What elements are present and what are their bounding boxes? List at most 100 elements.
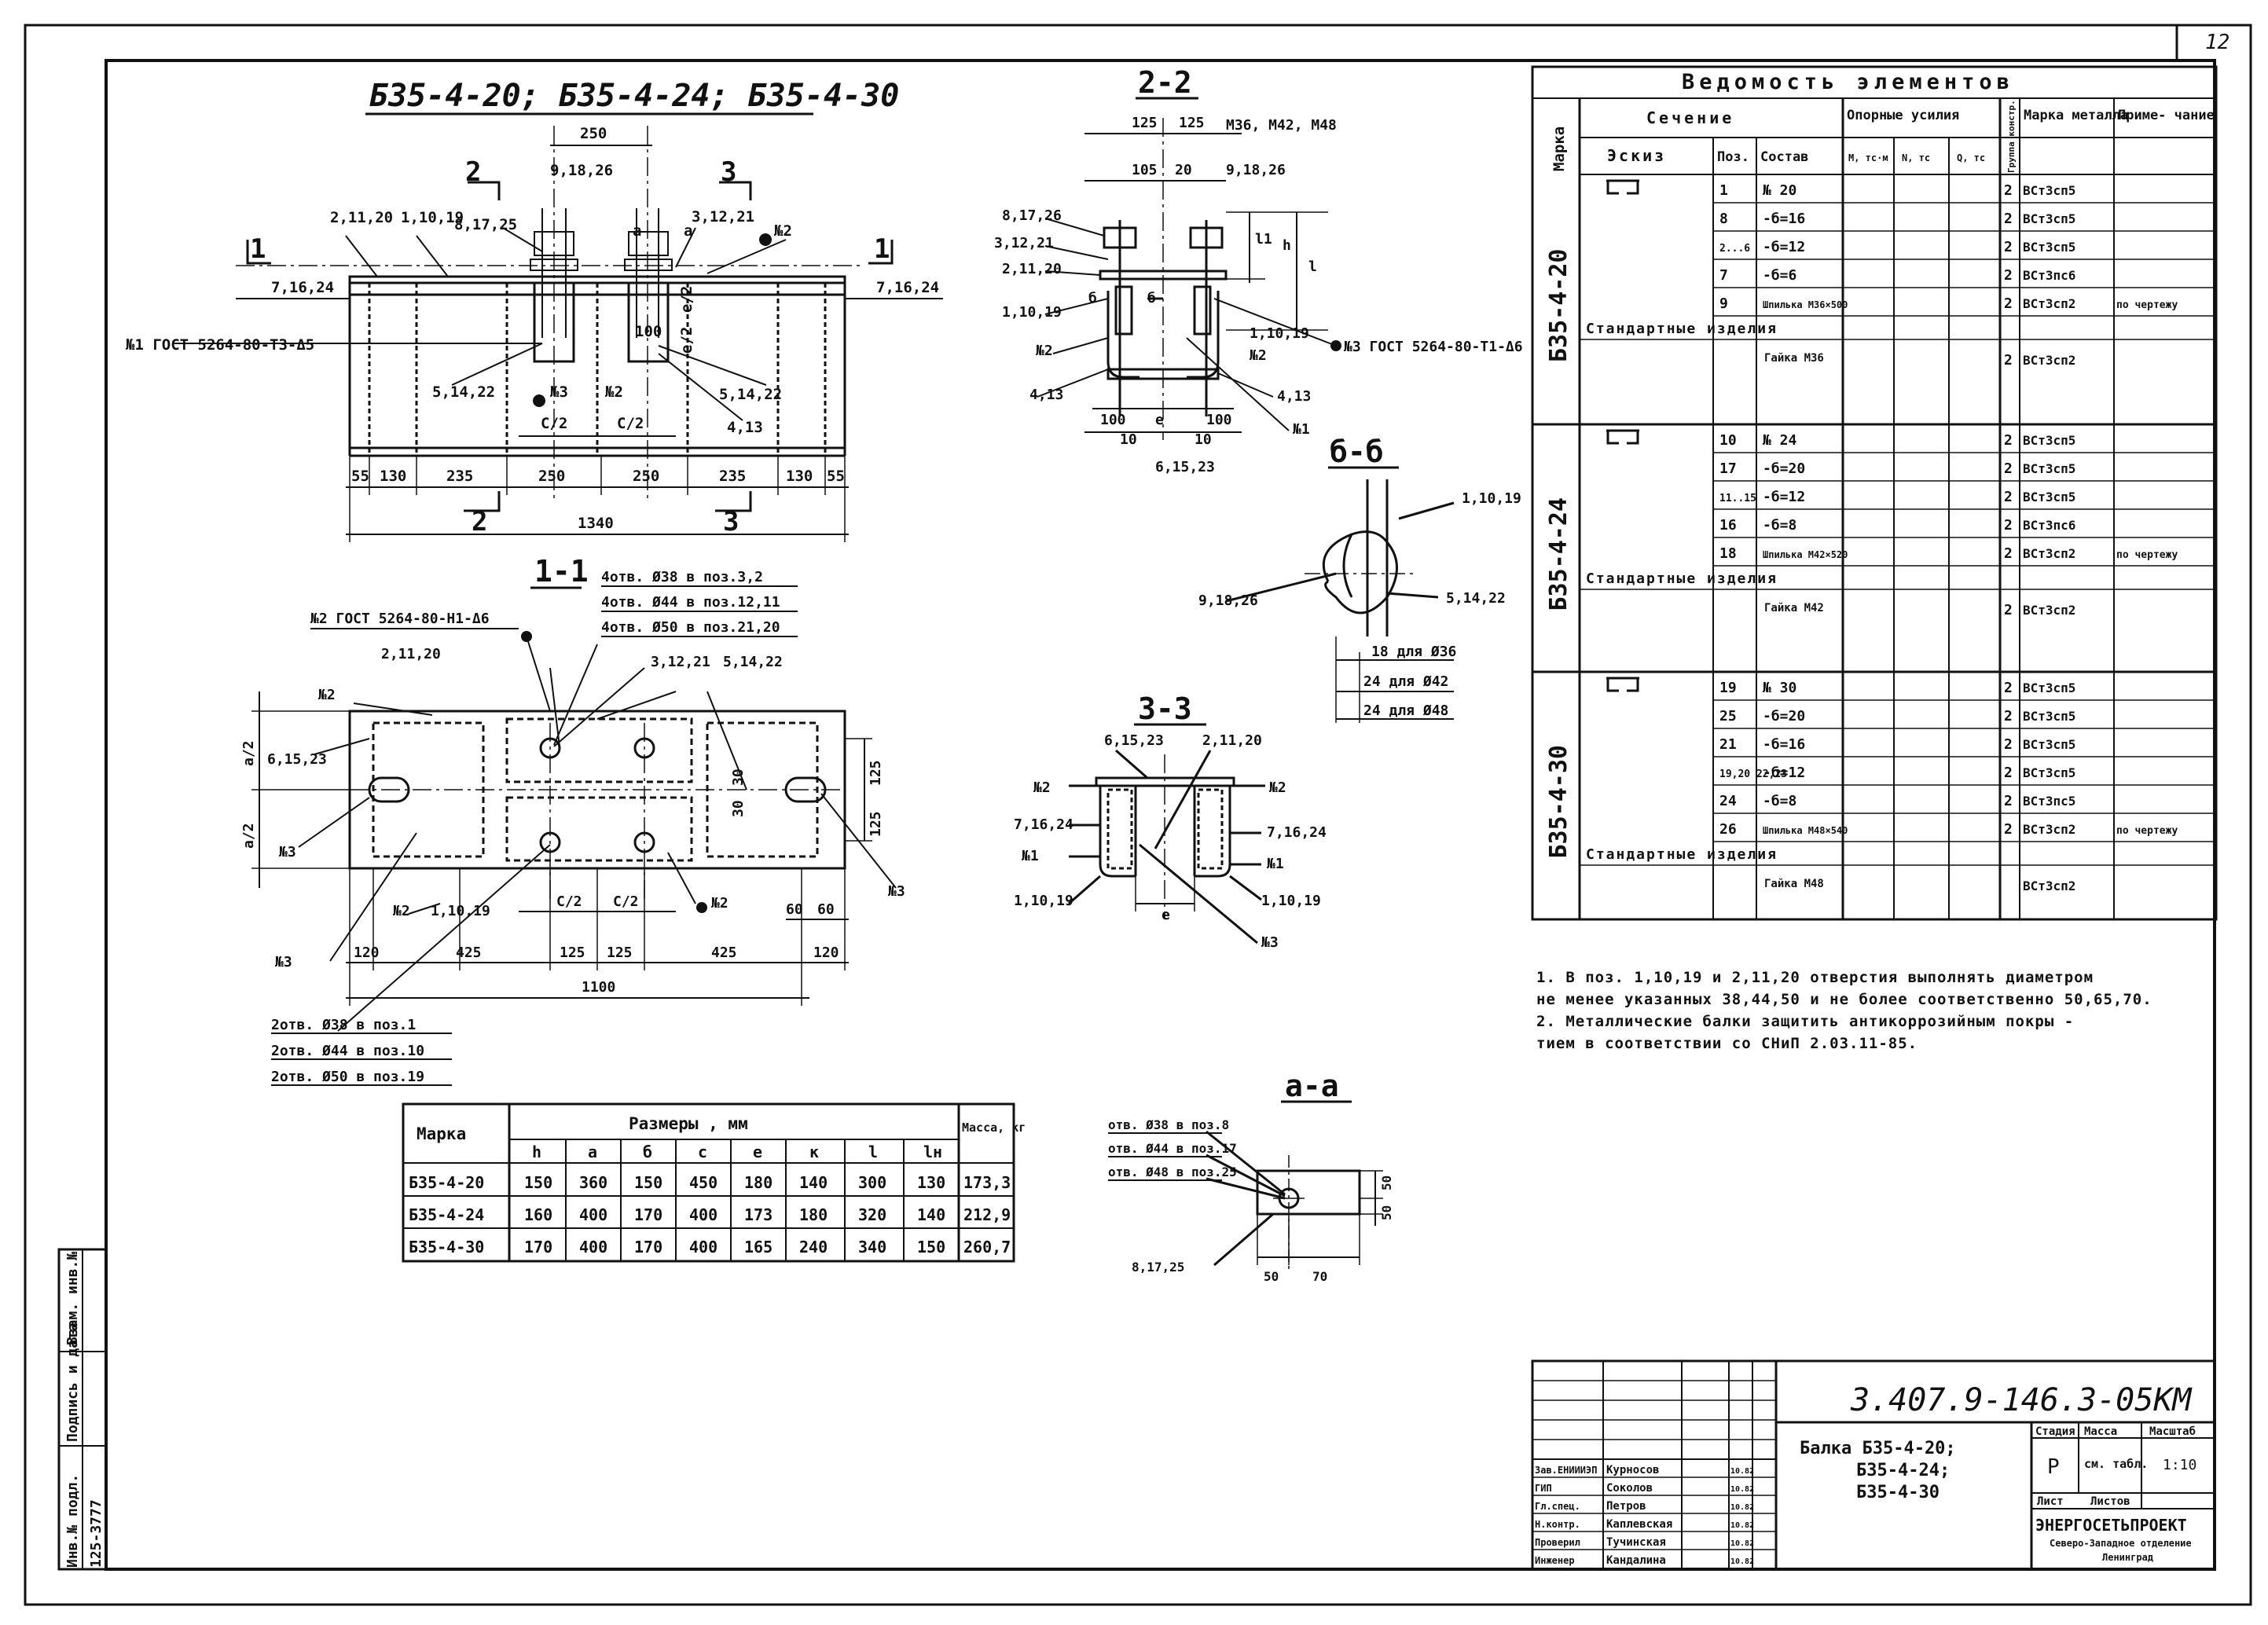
schedule-row-note: по чертежу xyxy=(2116,549,2178,561)
s33-2-11-20: 2,11,20 xyxy=(1202,732,1262,749)
dt-col-e: e xyxy=(753,1143,762,1161)
dims-row-mass: 260,7 xyxy=(963,1238,1011,1256)
plan-label-7-16-24-right: 7,16,24 xyxy=(876,279,939,296)
s11-weld2-bottom: №2 xyxy=(393,903,410,919)
s11-bottom-note-1: 2отв. Ø38 в поз.1 xyxy=(271,1017,416,1033)
schedule-row-comp: -б=6 xyxy=(1763,267,1796,284)
plan-label-4-13: 4,13 xyxy=(727,419,763,436)
s11-1-10-19: 1,10,19 xyxy=(431,903,490,919)
section-1-1-title: 1-1 xyxy=(534,554,589,589)
dt-col-l: l xyxy=(868,1143,878,1161)
s22-2-11-20: 2,11,20 xyxy=(1002,261,1062,277)
schedule-std-comp: Гайка М36 xyxy=(1764,352,1824,365)
schedule-std-comp: Гайка М48 xyxy=(1764,878,1824,890)
dt-col-ln: lн xyxy=(923,1143,942,1161)
s22-l: l xyxy=(1308,259,1317,275)
s33-7-16-24-left: 7,16,24 xyxy=(1014,816,1073,833)
schedule-row-comp: -б=20 xyxy=(1763,460,1805,477)
schedule-row-group: 2 xyxy=(2004,239,2013,255)
s11-weld3-left: №3 xyxy=(279,844,296,860)
s11-30-bottom: 30 xyxy=(730,800,747,817)
schedule-row-comp: -б=12 xyxy=(1763,239,1805,255)
s11-weld2-top: №2 xyxy=(318,687,336,703)
s11-dim-125-right: 125 xyxy=(607,945,633,961)
doc-name-3: Б35-4-30 xyxy=(1856,1483,1940,1502)
schedule-row-group: 2 xyxy=(2004,182,2013,199)
plan-label-weld3: №3 xyxy=(549,383,568,401)
s22-105: 105 xyxy=(1132,162,1158,178)
schedule-row-note: по чертежу xyxy=(2116,299,2178,311)
schedule-h-support: Опорные усилия xyxy=(1847,108,1959,123)
s22-8-17-26: 8,17,26 xyxy=(1002,207,1062,224)
dims-row-mass: 173,3 xyxy=(963,1173,1011,1192)
tb-org-3: Ленинград xyxy=(2102,1552,2153,1563)
dt-col-b: б xyxy=(643,1143,652,1161)
schedule-group-mark: Б35-4-24 xyxy=(1545,497,1573,611)
plan-dim-130-left: 130 xyxy=(380,468,406,485)
margin-label-inv: Инв.№ подл. xyxy=(64,1474,81,1568)
schedule-std-group: 2 xyxy=(2004,602,2013,618)
schedule-row-pos: 26 xyxy=(1719,821,1737,838)
s11-6-15-23: 6,15,23 xyxy=(267,751,327,768)
dims-row-cell: 400 xyxy=(689,1205,717,1224)
note-line-1: 1. В поз. 1,10,19 и 2,11,20 отверстия вы… xyxy=(1536,969,2094,986)
schedule-std-group: 2 xyxy=(2004,352,2013,369)
tb-person: Соколов xyxy=(1606,1482,1653,1495)
s22-6-15-23: 6,15,23 xyxy=(1155,459,1215,475)
tb-sheets-h: Листов xyxy=(2090,1495,2130,1508)
s33-7-16-24-right: 7,16,24 xyxy=(1267,824,1327,841)
dims-row-cell: 170 xyxy=(634,1205,662,1224)
dims-row-mark: Б35-4-24 xyxy=(409,1205,484,1224)
tb-role: ГИП xyxy=(1535,1483,1552,1494)
schedule-row-group: 2 xyxy=(2004,708,2013,724)
s11-dim-125-left: 125 xyxy=(560,945,585,961)
s11-dim-120-right: 120 xyxy=(813,945,839,961)
schedule-row-steel: ВСт3сп2 xyxy=(2023,296,2075,311)
schedule-row-group: 2 xyxy=(2004,680,2013,696)
schedule-row-steel: ВСт3сп5 xyxy=(2023,183,2075,198)
channel-sketch-icon xyxy=(1606,677,1639,692)
sbb-48: 24 для Ø48 xyxy=(1363,702,1448,719)
s11-60-right: 60 xyxy=(817,901,835,918)
plan-label-250: 250 xyxy=(580,125,607,142)
s22-weld2: №2 xyxy=(1036,343,1053,359)
s22-100b: 100 xyxy=(1206,412,1232,428)
s11-weld-note: №2 ГОСТ 5264-80-Н1-Δ6 xyxy=(310,611,490,627)
s11-125-bottom: 125 xyxy=(868,811,884,837)
schedule-row-pos: 19 xyxy=(1719,680,1737,696)
schedule-row-comp: Шпилька М42×520 xyxy=(1763,549,1848,560)
margin-label-code: 125-3777 xyxy=(88,1499,105,1568)
tb-date: 10.82 xyxy=(1730,1503,1754,1512)
s22-weld2-right: №2 xyxy=(1250,347,1267,364)
s11-c2-left: C/2 xyxy=(556,893,582,910)
schedule-h-n: N, тс xyxy=(1902,152,1930,163)
schedule-row-group: 2 xyxy=(2004,460,2013,477)
schedule-row-steel: ВСт3сп5 xyxy=(2023,490,2075,504)
s11-hole-note-2: 4отв. Ø44 в поз.12,11 xyxy=(601,594,780,611)
saa-hole-38: отв. Ø38 в поз.8 xyxy=(1108,1117,1229,1132)
s22-10b: 10 xyxy=(1195,431,1212,448)
plan-view: 250 9,18,26 3,12,21 8,17,25 2,11,20 1,10… xyxy=(125,125,943,542)
section-b-b: б-б 1,10,19 9,18,26 5,14,22 18 для Ø36 2… xyxy=(1198,435,1521,723)
channel-sketch-icon xyxy=(1606,429,1639,445)
s33-1-10-19-left: 1,10,19 xyxy=(1014,893,1073,909)
s11-weld2-right: №2 xyxy=(711,895,728,912)
main-title: Б35-4-20; Б35-4-24; Б35-4-30 xyxy=(369,78,899,114)
plan-label-a2: a xyxy=(684,222,692,240)
channel-sketch-icon xyxy=(1606,179,1639,195)
schedule-h-mark: Марка xyxy=(1551,127,1568,171)
schedule-row-group: 2 xyxy=(2004,432,2013,449)
schedule-h-m: М, тс·м xyxy=(1848,152,1888,163)
schedule-row-group: 2 xyxy=(2004,821,2013,838)
plan-dim-235-right: 235 xyxy=(719,468,746,485)
plan-label-8-17-25: 8,17,25 xyxy=(454,216,517,233)
s11-dim-425-left: 425 xyxy=(456,945,482,961)
schedule-row-comp: -б=20 xyxy=(1763,708,1805,724)
schedule-row-steel: ВСт3сп5 xyxy=(2023,737,2075,752)
schedule-row-comp: -б=8 xyxy=(1763,793,1796,809)
s22-10a: 10 xyxy=(1120,431,1137,448)
plan-label-3-12-21: 3,12,21 xyxy=(692,208,754,226)
saa-hole-48: отв. Ø48 в поз.25 xyxy=(1108,1165,1237,1179)
s33-1-10-19-right: 1,10,19 xyxy=(1261,893,1321,909)
s33-weld1-right: №1 xyxy=(1267,856,1284,872)
